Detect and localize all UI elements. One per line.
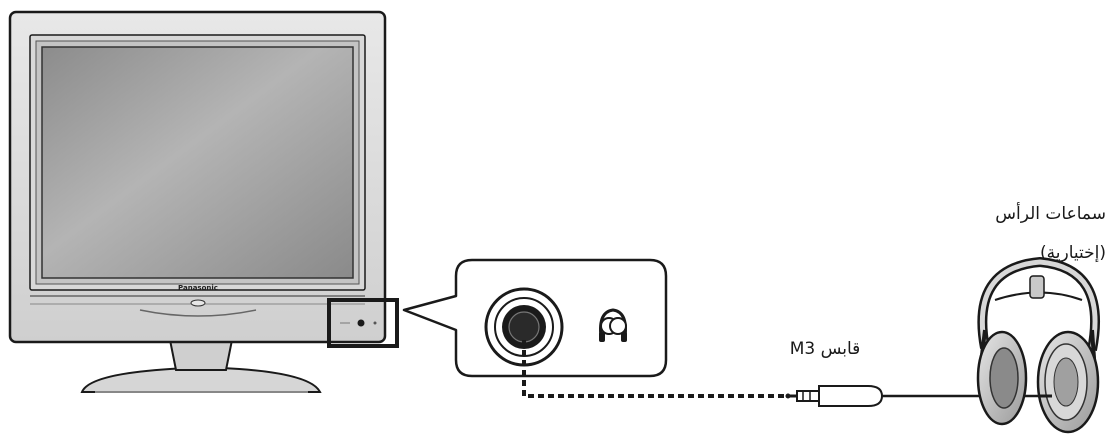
m3-plug: [785, 385, 884, 407]
headphone-jack-icon: [484, 287, 564, 367]
tv-jack-highlight: [327, 298, 399, 348]
headphones-illustration: [976, 256, 1100, 434]
headphones-label: سماعات الرأس: [995, 204, 1106, 224]
tv-brand-label: Panasonic: [178, 284, 218, 292]
headphones-icon: [599, 308, 627, 342]
jack-callout: [402, 258, 668, 378]
audio-cable: [522, 340, 1058, 407]
plug-label: قابس M3: [789, 339, 861, 359]
tv-jack-dot: [357, 319, 365, 327]
tv-monitor: [8, 10, 399, 393]
optional-label: (إختيارية): [1040, 243, 1106, 263]
tv-screen: [41, 46, 354, 279]
